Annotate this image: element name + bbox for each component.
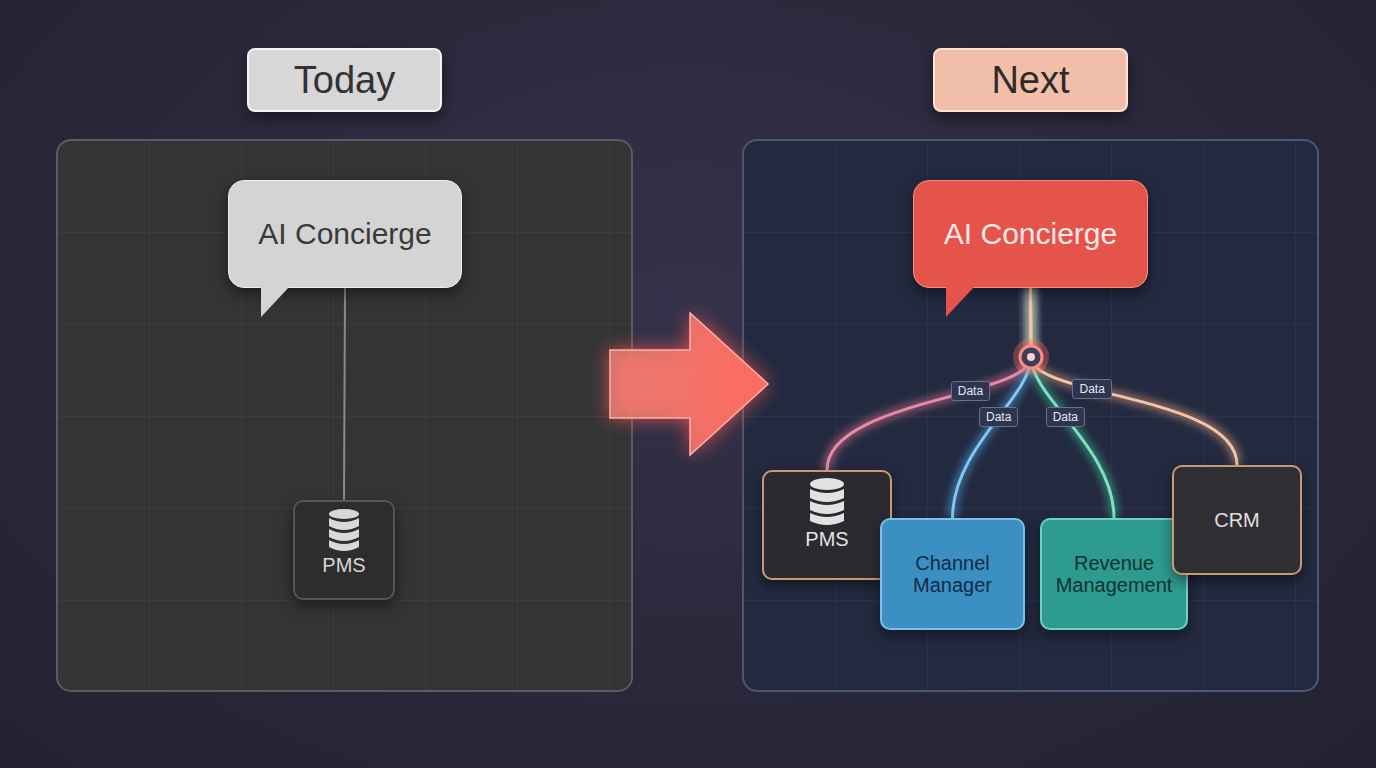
hub-dot bbox=[1020, 346, 1042, 368]
connector bbox=[1031, 288, 1238, 465]
node-text: PMS bbox=[322, 554, 365, 576]
edge-label: Data bbox=[1046, 407, 1085, 427]
next-panel bbox=[743, 140, 1318, 691]
node-text: Channel Manager bbox=[890, 552, 1015, 597]
today-grid bbox=[58, 141, 631, 690]
panel-title-pill: Today bbox=[247, 48, 442, 112]
arrow-glow bbox=[610, 313, 768, 455]
connector bbox=[827, 288, 1031, 470]
hub-core bbox=[1027, 353, 1035, 361]
system-tile: Revenue Management bbox=[1040, 518, 1188, 630]
transition-arrow bbox=[610, 313, 768, 455]
database-icon bbox=[810, 478, 844, 525]
edge-label: Data bbox=[1072, 379, 1111, 399]
connector-glow bbox=[1031, 288, 1238, 465]
connector-glow bbox=[1031, 288, 1115, 518]
system-tile: PMS bbox=[762, 470, 892, 580]
node-text: PMS bbox=[805, 528, 848, 550]
node-text: CRM bbox=[1214, 509, 1260, 531]
hub-glow bbox=[1013, 339, 1049, 375]
concierge-bubble: AI Concierge bbox=[228, 180, 462, 288]
node-text: AI Concierge bbox=[258, 217, 431, 251]
system-tile: PMS bbox=[293, 500, 395, 600]
next-grid bbox=[744, 141, 1317, 690]
panel-title-pill: Next bbox=[933, 48, 1128, 112]
connector bbox=[1031, 288, 1115, 518]
system-tile: CRM bbox=[1172, 465, 1302, 575]
edge-label: Data bbox=[951, 381, 990, 401]
connector-glow bbox=[827, 288, 1031, 470]
node-text: Next bbox=[991, 59, 1069, 102]
node-text: Today bbox=[294, 59, 395, 102]
database-icon bbox=[329, 509, 359, 551]
node-text: AI Concierge bbox=[944, 217, 1117, 251]
concierge-bubble: AI Concierge bbox=[913, 180, 1148, 288]
connector bbox=[953, 288, 1032, 518]
node-text: Revenue Management bbox=[1050, 552, 1178, 597]
system-tile: Channel Manager bbox=[880, 518, 1025, 630]
edge-label: Data bbox=[979, 407, 1018, 427]
connector-glow bbox=[953, 288, 1032, 518]
connector bbox=[344, 288, 345, 500]
today-panel bbox=[57, 140, 632, 691]
